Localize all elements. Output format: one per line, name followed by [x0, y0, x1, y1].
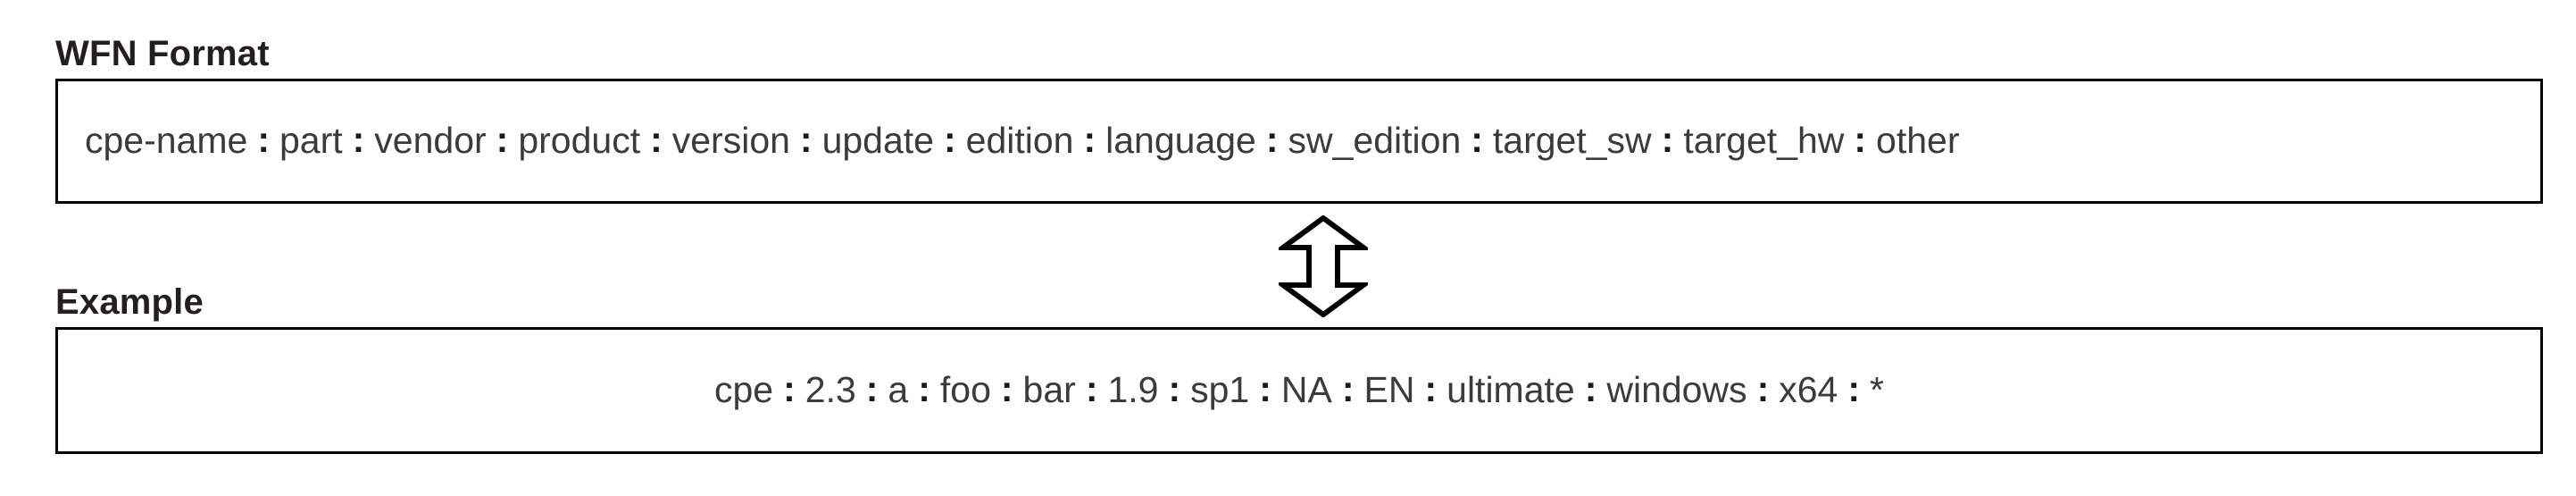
token-separator: :	[352, 119, 365, 161]
wfn-token-target-hw: target_hw	[1683, 120, 1845, 162]
example-token-na: NA	[1280, 369, 1332, 411]
example-token-cpe: cpe	[714, 369, 774, 411]
token-separator: :	[1584, 368, 1597, 410]
token-separator: :	[1168, 368, 1181, 410]
token-separator: :	[496, 119, 509, 161]
token-separator: :	[1083, 119, 1096, 161]
token-separator: :	[1265, 119, 1279, 161]
wfn-token-update: update	[821, 120, 934, 162]
token-separator: :	[1000, 368, 1013, 410]
example-heading: Example	[55, 282, 204, 322]
example-token-row: cpe:2.3:a:foo:bar:1.9:sp1:NA:EN:ultimate…	[714, 368, 1884, 411]
token-separator: :	[1854, 119, 1867, 161]
example-token-windows: windows	[1606, 369, 1747, 411]
token-separator: :	[650, 119, 663, 161]
example-token-en: EN	[1363, 369, 1415, 411]
wfn-token-sw-edition: sw_edition	[1288, 120, 1462, 162]
up-down-double-arrow-icon	[1279, 215, 1368, 317]
token-separator: :	[783, 368, 796, 410]
wfn-token-version: version	[671, 120, 790, 162]
example-box: cpe:2.3:a:foo:bar:1.9:sp1:NA:EN:ultimate…	[55, 327, 2543, 454]
example-token-1-9: 1.9	[1107, 369, 1159, 411]
token-separator: :	[1661, 119, 1674, 161]
example-token-sp1: sp1	[1190, 369, 1250, 411]
token-separator: :	[865, 368, 879, 410]
wfn-token-vendor: vendor	[374, 120, 487, 162]
example-token-x64: x64	[1779, 369, 1838, 411]
example-token-ultimate: ultimate	[1446, 369, 1575, 411]
wfn-token-cpe-name: cpe-name	[85, 120, 248, 162]
example-token-bar: bar	[1022, 369, 1076, 411]
token-separator: :	[943, 119, 956, 161]
example-token-foo: foo	[939, 369, 991, 411]
example-token--: *	[1870, 369, 1884, 411]
example-token-a: a	[888, 369, 909, 411]
token-separator: :	[1847, 368, 1861, 410]
wfn-format-token-row: cpe-name:part:vendor:product:version:upd…	[85, 119, 1960, 162]
token-separator: :	[257, 119, 270, 161]
token-separator: :	[918, 368, 930, 410]
token-separator: :	[1085, 368, 1098, 410]
wfn-token-target-sw: target_sw	[1492, 120, 1652, 162]
token-separator: :	[1471, 119, 1483, 161]
wfn-token-language: language	[1105, 120, 1256, 162]
wfn-token-product: product	[518, 120, 641, 162]
wfn-format-heading: WFN Format	[55, 34, 270, 73]
token-separator: :	[1341, 368, 1355, 410]
wfn-token-other: other	[1876, 120, 1960, 162]
example-token-2-3: 2.3	[804, 369, 856, 411]
wfn-token-edition: edition	[965, 120, 1074, 162]
wfn-format-box: cpe-name:part:vendor:product:version:upd…	[55, 79, 2543, 204]
token-separator: :	[1424, 368, 1438, 410]
wfn-token-part: part	[279, 120, 343, 162]
token-separator: :	[1756, 368, 1770, 410]
token-separator: :	[799, 119, 813, 161]
token-separator: :	[1259, 368, 1271, 410]
